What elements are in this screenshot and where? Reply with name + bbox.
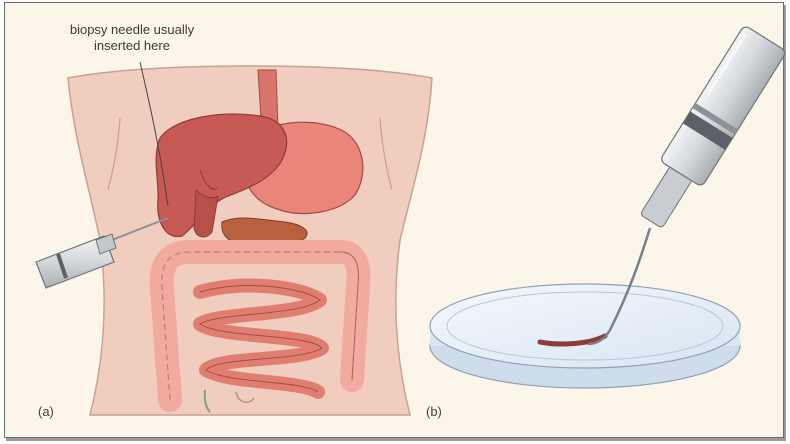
panel-label-b: (b) [426, 404, 442, 419]
biopsy-syringe-b [630, 25, 787, 235]
callout-line-2: inserted here [22, 38, 242, 54]
callout-text: biopsy needle usually inserted here [22, 22, 242, 54]
petri-dish [430, 284, 740, 388]
panel-label-a: (a) [38, 404, 54, 419]
callout-line-1: biopsy needle usually [22, 22, 242, 38]
